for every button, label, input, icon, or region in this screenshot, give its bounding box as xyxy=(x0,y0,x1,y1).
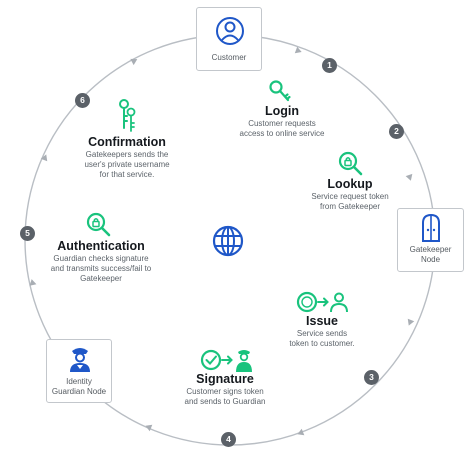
step-confirmation-title: Confirmation xyxy=(88,135,166,149)
step-badge-6: 6 xyxy=(75,93,90,108)
step-badge-4: 4 xyxy=(221,432,236,447)
guardian-node: Identity Guardian Node xyxy=(46,339,112,403)
check-to-person-icon xyxy=(200,349,252,372)
step-issue-title: Issue xyxy=(306,314,338,328)
step-lookup-desc-2: from Gatekeeper xyxy=(319,202,381,211)
step-confirmation-desc-3: for that service. xyxy=(99,170,155,179)
ring-arrow xyxy=(294,46,302,54)
step-login-title: Login xyxy=(264,104,299,118)
guard-icon xyxy=(70,348,90,372)
step-issue: Issue Service sends token to customer. xyxy=(262,314,382,349)
customer-node: Customer xyxy=(196,7,262,71)
step-authentication: Authentication Guardian checks signature… xyxy=(38,239,164,284)
step-signature-desc-1: Customer signs token xyxy=(186,387,264,396)
step-issue-desc-1: Service sends xyxy=(296,329,348,338)
step-confirmation-desc-2: user's private username xyxy=(84,160,170,169)
ring-arrow xyxy=(29,279,37,286)
step-lookup-desc-1: Service request token xyxy=(311,192,389,201)
step-authentication-desc-2: and transmits success/fail to xyxy=(50,264,152,273)
search-lock-icon xyxy=(86,212,111,237)
step-authentication-desc-1: Guardian checks signature xyxy=(53,254,149,263)
key-icon xyxy=(269,80,291,102)
ring-arrow xyxy=(145,424,153,432)
search-lock-icon xyxy=(338,151,363,176)
ring-arrow xyxy=(297,428,305,436)
step-login-desc-1: Customer requests xyxy=(248,119,316,128)
step-confirmation-desc-1: Gatekeepers sends the xyxy=(85,150,169,159)
step-authentication-desc-3: Gatekeeper xyxy=(80,274,122,283)
gatekeeper-node: Gatekeeper Node xyxy=(397,208,464,272)
ring-arrow xyxy=(407,318,415,326)
step-lookup-title: Lookup xyxy=(327,177,373,191)
gatekeeper-label-1: Gatekeeper xyxy=(409,245,452,254)
step-lookup: Lookup Service request token from Gateke… xyxy=(292,177,408,212)
customer-label: Customer xyxy=(211,53,247,62)
gatekeeper-label-2: Node xyxy=(420,255,441,264)
ring-arrow xyxy=(40,154,48,162)
step-login: Login Customer requests access to online… xyxy=(222,104,342,139)
ring-arrow xyxy=(130,58,138,66)
step-signature: Signature Customer signs token and sends… xyxy=(165,372,285,407)
guardian-label-2: Guardian Node xyxy=(51,387,107,396)
step-signature-desc-2: and sends to Guardian xyxy=(184,397,266,406)
step-issue-desc-2: token to customer. xyxy=(289,339,355,348)
guardian-label-1: Identity xyxy=(66,377,92,386)
person-icon xyxy=(216,17,244,45)
ring-arrow xyxy=(405,173,413,181)
door-icon xyxy=(422,213,440,242)
step-badge-3: 3 xyxy=(364,370,379,385)
globe-icon xyxy=(212,225,244,257)
step-confirmation: Confirmation Gatekeepers sends the user'… xyxy=(68,135,186,180)
step-badge-1: 1 xyxy=(322,58,337,73)
step-badge-5: 5 xyxy=(20,226,35,241)
keys-icon xyxy=(119,99,136,132)
ring-arrows xyxy=(29,46,415,436)
step-login-desc-2: access to online service xyxy=(239,129,325,138)
step-authentication-title: Authentication xyxy=(57,239,145,253)
step-badge-2: 2 xyxy=(389,124,404,139)
token-to-person-icon xyxy=(296,291,348,313)
step-signature-title: Signature xyxy=(196,372,254,386)
